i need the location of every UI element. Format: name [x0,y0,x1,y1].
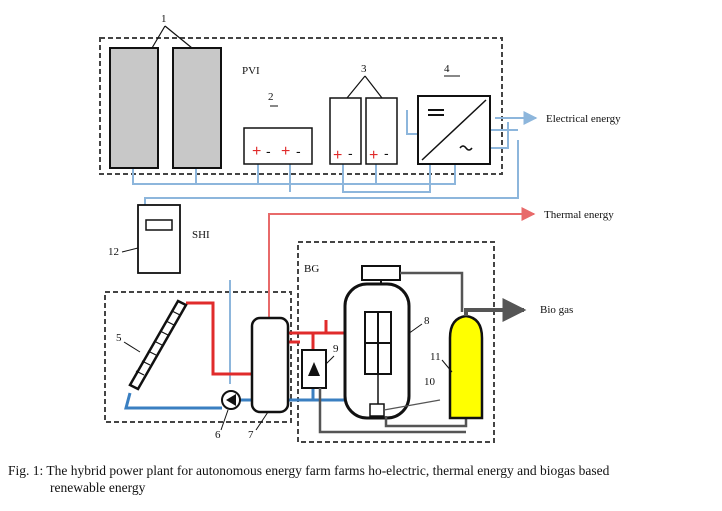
controller-minus-1: - [266,143,271,159]
label-8: 8 [424,315,430,327]
controller-plus-1: + [252,143,261,160]
label-2: 2 [268,91,274,103]
battery-right [365,97,398,165]
label-5-leader [123,341,141,353]
label-1: 1 [161,13,167,25]
label-1-leader [151,25,193,49]
controller-minus-2: - [296,143,301,159]
digester-link-10 [383,399,441,411]
label-10: 10 [424,376,436,388]
battery-left-minus: - [348,145,353,161]
label-3: 3 [361,63,367,75]
solar-collector [128,299,188,391]
pump-arrow [226,394,236,406]
controller-unit [137,204,181,274]
pvi-boundary [99,37,503,175]
shi-label: SHI [192,229,210,241]
battery-right-minus: - [384,145,389,161]
label-6-leader [220,409,229,431]
battery-left [329,97,362,165]
label-11-leader [441,359,453,373]
thermal-energy-line [268,207,536,318]
label-7-leader [255,411,269,431]
gasholder-outlet-pipe [464,298,527,322]
digester-top-cap [361,265,401,281]
bio-gas-label: Bio gas [540,304,573,316]
heat-storage-tank [250,316,290,414]
battery-right-plus: + [369,147,378,164]
caption-line-2: renewable energy [50,480,146,495]
digester-outlet [369,403,385,417]
heat-exchanger-arrow [308,362,320,376]
label-5: 5 [116,332,122,344]
controller-display [145,219,173,231]
pv-panel-left [109,47,159,169]
electrical-wiring [132,110,519,384]
inverter-diagonal [421,99,487,161]
caption-prefix: Fig. 1: [8,463,44,478]
hot-water-loop [186,301,345,376]
shi-boundary [104,291,292,423]
inverter-ac-symbol [459,145,473,151]
battery-left-plus: + [333,147,342,164]
label-8-leader [407,323,423,335]
label-12-leader [121,247,139,253]
thermal-energy-label: Thermal energy [544,209,614,221]
caption-line-1: The hybrid power plant for autonomous en… [46,463,610,478]
cold-water-loop [124,388,345,410]
bg-label: BG [304,263,319,275]
gas-piping [318,271,468,434]
label-3-leader [346,75,383,99]
figure-caption: Fig. 1: The hybrid power plant for auton… [8,462,714,496]
digester-mixer-blades [365,312,391,374]
label-11: 11 [430,351,441,363]
controller-plus-2: + [281,143,290,160]
label-4: 4 [444,63,450,75]
label-12: 12 [108,246,119,258]
label-6: 6 [215,429,221,441]
label-7: 7 [248,429,254,441]
inverter-dc-symbol [428,109,444,116]
label-9: 9 [333,343,339,355]
charge-controller [243,127,313,165]
pv-panel-right [172,47,222,169]
electrical-energy-label: Electrical energy [546,113,621,125]
pvi-label: PVI [242,65,260,77]
gasholder [448,314,484,420]
label-9-leader [325,355,335,365]
